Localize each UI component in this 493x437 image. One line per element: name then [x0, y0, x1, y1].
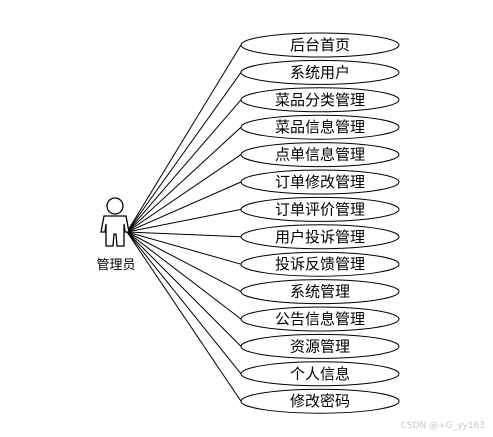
use-case-label: 菜品信息管理 [275, 118, 365, 136]
use-case-ellipse [240, 196, 400, 222]
use-case-label: 系统用户 [290, 63, 350, 81]
association-line [126, 231, 242, 402]
use-case: 菜品信息管理 [240, 114, 400, 140]
association-line [126, 99, 242, 233]
use-case-label: 个人信息 [290, 365, 350, 383]
use-case: 个人信息 [240, 361, 400, 387]
watermark: CSDN @+G_yy163 [400, 421, 485, 431]
use-case: 修改密码 [240, 388, 400, 414]
use-case-label: 公告信息管理 [275, 310, 365, 328]
actor-body [100, 215, 130, 247]
association-line [126, 181, 242, 233]
use-case-label: 后台首页 [290, 36, 350, 54]
use-case: 后台首页 [240, 32, 400, 58]
association-line [126, 231, 242, 320]
use-case-ellipse [240, 142, 400, 168]
association-line [126, 126, 242, 233]
use-case-ellipse [240, 388, 400, 414]
use-case-ellipse [240, 114, 400, 140]
association-line [126, 231, 242, 238]
use-case-label: 资源管理 [290, 337, 350, 355]
association-line [126, 231, 242, 293]
use-case-ellipse [240, 251, 400, 277]
use-case-ellipse [240, 361, 400, 387]
use-case-ellipse [240, 59, 400, 85]
association-line [126, 231, 242, 347]
use-case-ellipse [240, 169, 400, 195]
association-line [126, 231, 242, 375]
use-case: 资源管理 [240, 333, 400, 359]
use-case: 订单评价管理 [240, 196, 400, 222]
association-lines [126, 44, 242, 402]
association-line [126, 208, 242, 233]
use-case-ellipse [240, 279, 400, 305]
use-cases: 后台首页系统用户菜品分类管理菜品信息管理点单信息管理订单修改管理订单评价管理用户… [240, 32, 400, 414]
association-line [126, 44, 242, 233]
use-case: 用户投诉管理 [240, 224, 400, 250]
use-case-ellipse [240, 333, 400, 359]
association-line [126, 154, 242, 233]
use-case-label: 修改密码 [290, 392, 350, 410]
use-case: 系统管理 [240, 279, 400, 305]
actor-figure: 管理员 [96, 197, 136, 273]
use-case: 菜品分类管理 [240, 87, 400, 113]
actor-label: 管理员 [96, 258, 135, 273]
use-case-label: 订单评价管理 [275, 200, 365, 218]
use-case-label: 菜品分类管理 [275, 91, 365, 109]
use-case-label: 投诉反馈管理 [275, 255, 365, 273]
use-case: 投诉反馈管理 [240, 251, 400, 277]
use-case-ellipse [240, 306, 400, 332]
use-case: 系统用户 [240, 59, 400, 85]
use-case-ellipse [240, 32, 400, 58]
use-case-label: 点单信息管理 [275, 146, 365, 164]
use-case-ellipse [240, 87, 400, 113]
use-case-label: 系统管理 [290, 283, 350, 301]
use-case: 点单信息管理 [240, 142, 400, 168]
use-case-label: 订单修改管理 [275, 173, 365, 191]
use-case-label: 用户投诉管理 [275, 228, 365, 246]
association-line [126, 231, 242, 265]
association-line [126, 72, 242, 233]
use-case-ellipse [240, 224, 400, 250]
actor-head [106, 197, 124, 215]
use-case: 订单修改管理 [240, 169, 400, 195]
use-case: 公告信息管理 [240, 306, 400, 332]
